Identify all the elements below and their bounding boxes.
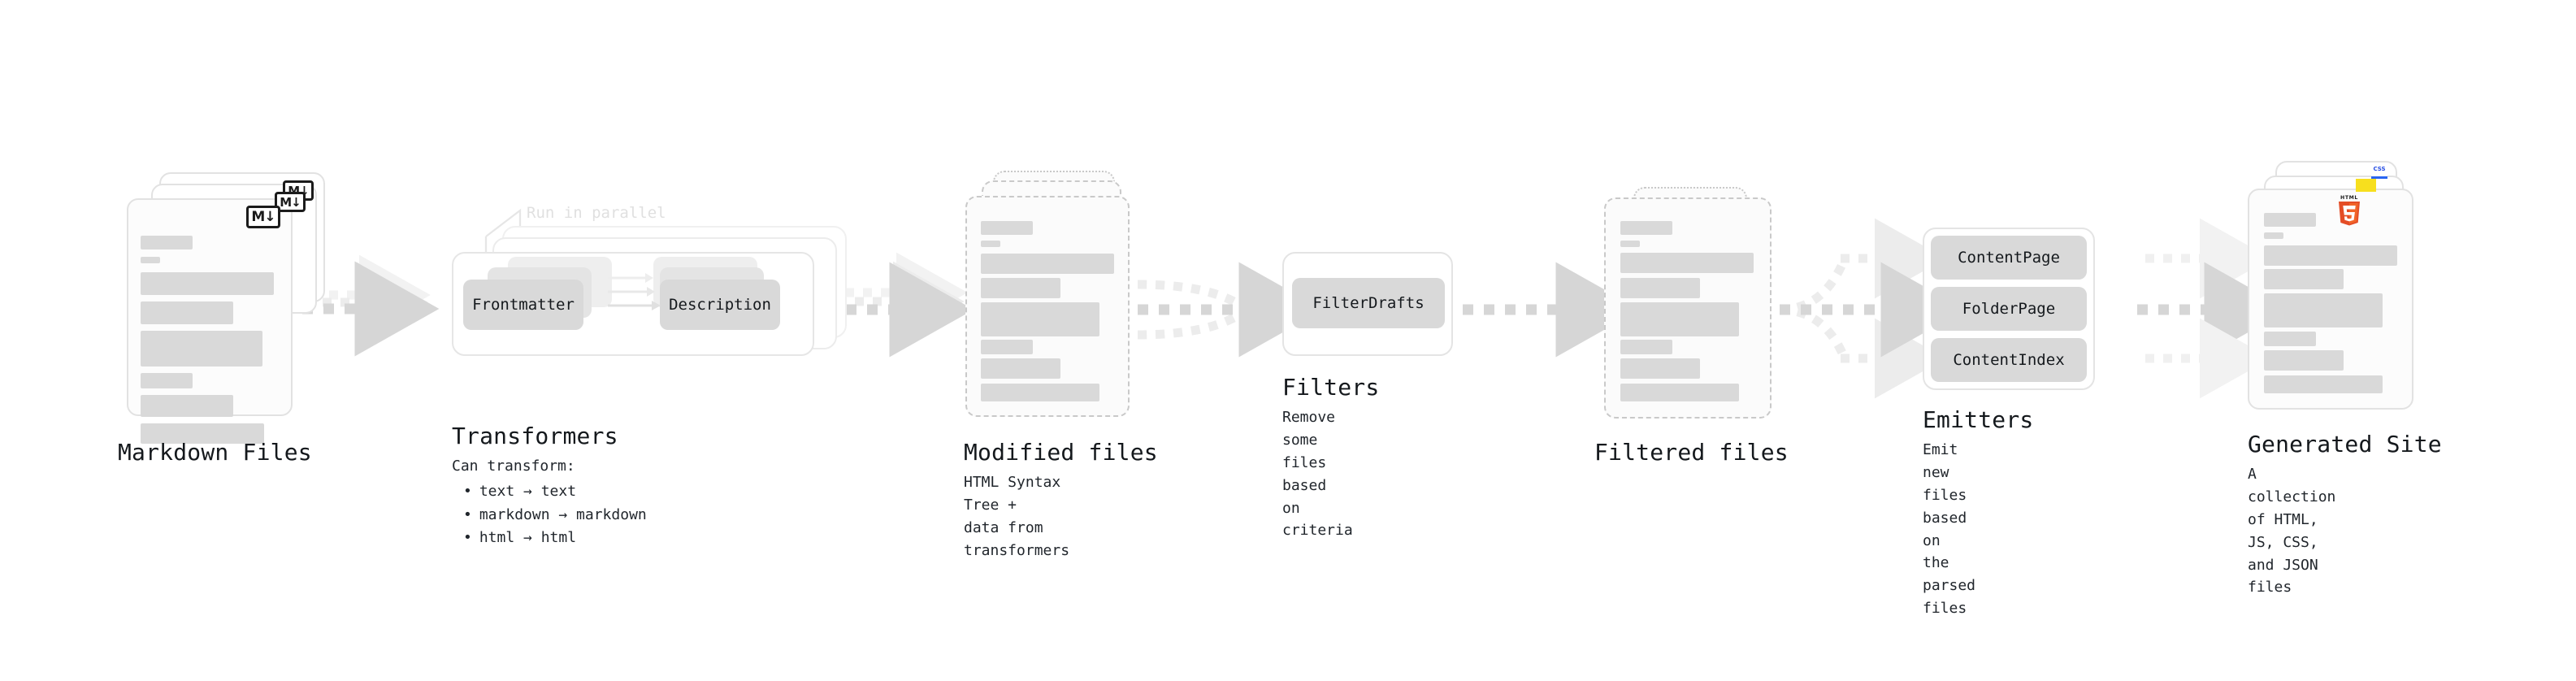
chip-filterdrafts[interactable]: FilterDrafts: [1292, 278, 1445, 328]
skeleton-line: [1620, 302, 1739, 336]
markdown-badge-label-mid: M↓: [280, 194, 301, 210]
transformers-bullet-list: Can transform: text → text markdown → ma…: [452, 455, 647, 550]
skeleton-line: [141, 331, 262, 367]
markdown-files-title: Markdown Files: [118, 439, 312, 466]
markdown-badge-label-front: M↓: [251, 209, 275, 225]
transformers-bullets-heading: Can transform:: [452, 458, 575, 475]
transformer-inner-arrows: [608, 273, 661, 310]
skeleton-line: [981, 278, 1060, 298]
skeleton-line: [981, 384, 1099, 401]
filters-title: Filters: [1282, 374, 1380, 401]
arrow-emitters-to-generated: [2137, 218, 2289, 399]
skeleton-line: [141, 395, 233, 417]
skeleton-line: [981, 221, 1033, 235]
markdown-badge-front: M↓: [246, 206, 280, 228]
chip-contentpage[interactable]: ContentPage: [1931, 236, 2087, 280]
css-badge-label: CSS: [2373, 166, 2386, 172]
skeleton-line: [1620, 340, 1672, 354]
skeleton-line: [1620, 241, 1640, 247]
chip-contentindex[interactable]: ContentIndex: [1931, 338, 2087, 382]
html5-badge: HTML: [2335, 193, 2363, 229]
chip-folderpage-label: FolderPage: [1962, 300, 2056, 318]
transformers-bullet-item: html → html: [463, 527, 647, 550]
chip-frontmatter[interactable]: Frontmatter: [463, 280, 583, 330]
skeleton-line: [1620, 221, 1672, 235]
skeleton-line: [2264, 332, 2316, 346]
skeleton-line: [2264, 375, 2383, 393]
skeleton-line: [981, 241, 1000, 247]
skeleton-line: [981, 254, 1114, 274]
skeleton-line: [141, 423, 264, 444]
skeleton-line: [1620, 384, 1739, 401]
generated-site-title: Generated Site: [2248, 431, 2442, 458]
skeleton-line: [141, 257, 160, 263]
skeleton-line: [1620, 358, 1700, 379]
emitters-title: Emitters: [1923, 406, 2034, 433]
transformers-bullet-item: text → text: [463, 480, 647, 504]
skeleton-line: [141, 373, 193, 388]
svg-text:HTML: HTML: [2340, 195, 2358, 201]
skeleton-line: [1620, 253, 1754, 273]
skeleton-line: [2264, 213, 2316, 227]
skeleton-line: [981, 302, 1099, 336]
skeleton-line: [141, 236, 193, 249]
run-in-parallel-label: Run in parallel: [527, 204, 666, 222]
css-badge: CSS: [2371, 165, 2387, 179]
skeleton-line: [981, 340, 1033, 354]
chip-description[interactable]: Description: [660, 280, 780, 330]
skeleton-line: [141, 301, 233, 324]
chip-contentpage-label: ContentPage: [1958, 249, 2060, 267]
skeleton-line: [1620, 278, 1700, 298]
transformers-title: Transformers: [452, 423, 618, 449]
skeleton-line: [141, 272, 274, 295]
modified-files-subtitle: HTML Syntax Tree + data from transformer…: [964, 474, 1070, 559]
chip-description-label: Description: [669, 296, 771, 314]
skeleton-line: [2264, 293, 2383, 327]
generated-site-subtitle: A collection of HTML, JS, CSS, and JSON …: [2248, 466, 2336, 596]
filtered-files-title: Filtered files: [1594, 439, 1789, 466]
skeleton-line: [2264, 232, 2283, 239]
arrow-modified-to-filters: [1137, 262, 1324, 358]
skeleton-line: [2264, 245, 2397, 266]
js-badge: [2356, 179, 2376, 192]
chip-frontmatter-label: Frontmatter: [472, 296, 575, 314]
chip-filterdrafts-label: FilterDrafts: [1312, 294, 1425, 312]
emitters-subtitle: Emit new files based on the parsed files: [1923, 441, 1976, 618]
modified-files-title: Modified files: [964, 439, 1158, 466]
chip-contentindex-label: ContentIndex: [1953, 351, 2065, 369]
skeleton-line: [981, 358, 1060, 379]
skeleton-line: [2264, 269, 2344, 289]
filters-subtitle: Remove some files based on criteria: [1282, 409, 1353, 540]
chip-folderpage[interactable]: FolderPage: [1931, 287, 2087, 331]
transformers-bullet-item: markdown → markdown: [463, 504, 647, 527]
arrow-filtered-to-emitters: [1779, 218, 1966, 399]
skeleton-line: [2264, 350, 2344, 371]
